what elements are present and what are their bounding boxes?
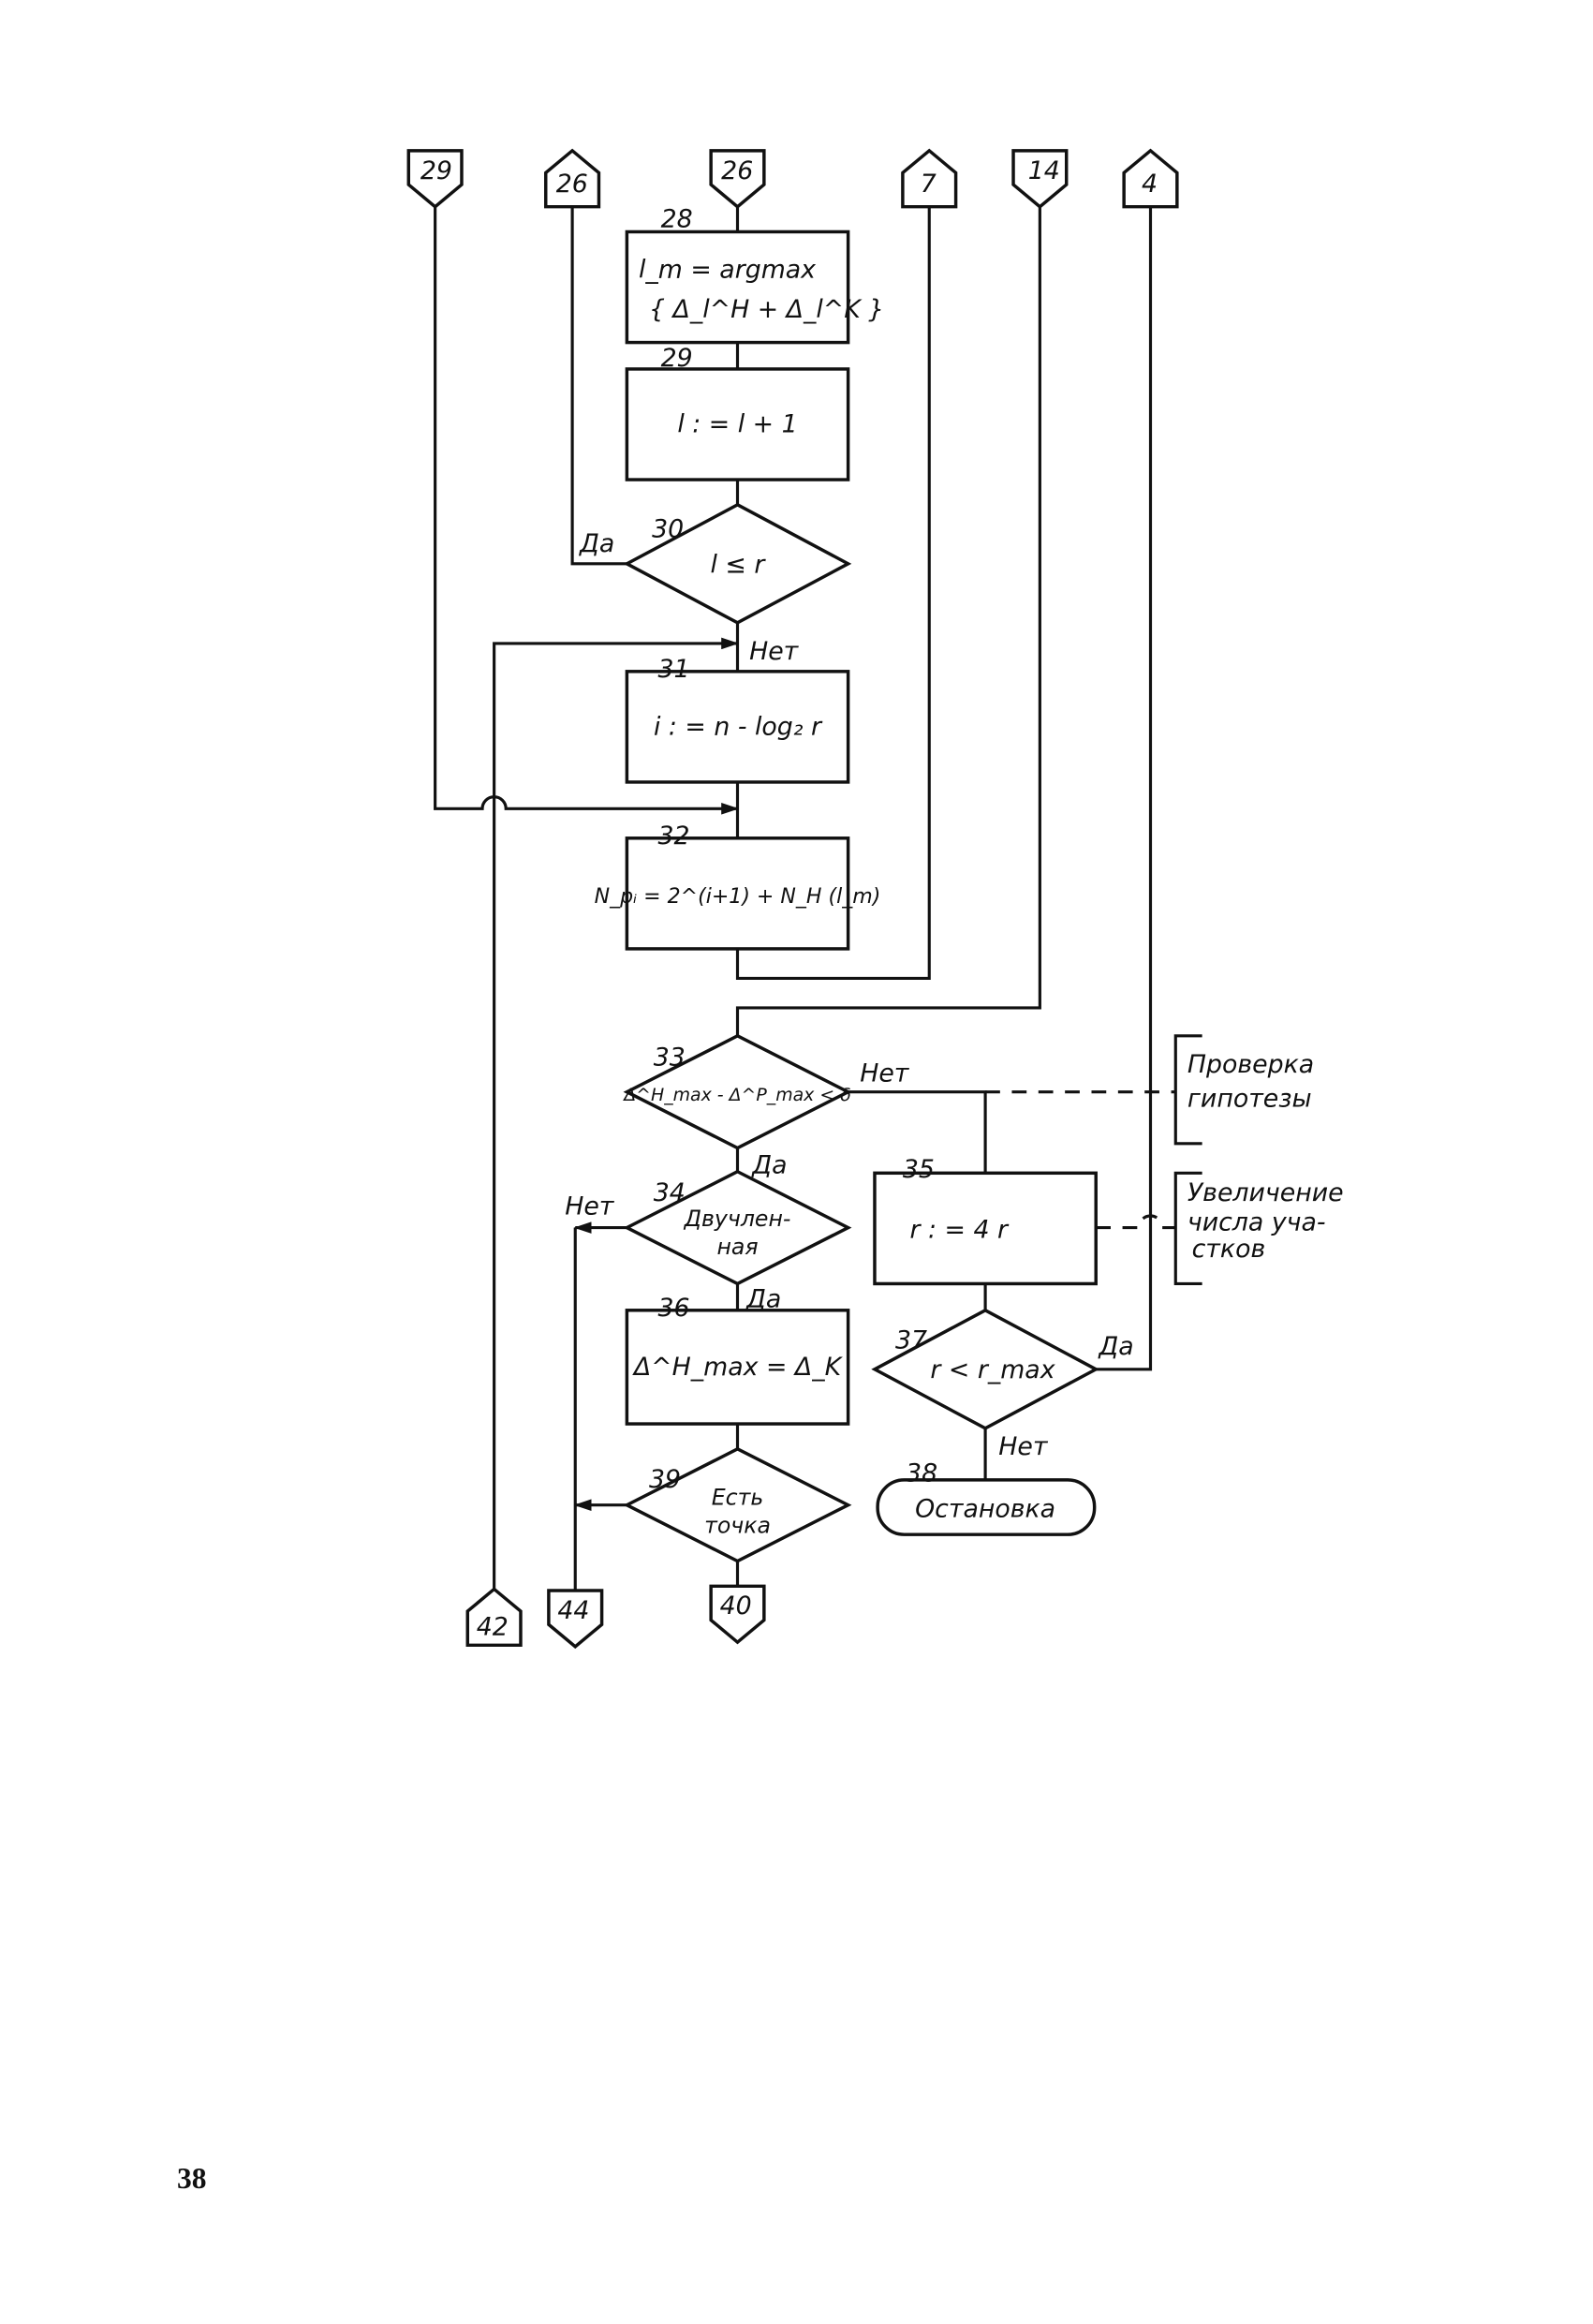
svg-text:32: 32 — [657, 822, 689, 851]
svg-text:Нет: Нет — [749, 637, 800, 666]
svg-text:r < r_max: r < r_max — [930, 1355, 1055, 1384]
svg-text:29: 29 — [420, 156, 452, 185]
decision-block-34: 34 Двучлен- ная Нет Да — [565, 1169, 852, 1314]
svg-text:i : = n - log₂ r: i : = n - log₂ r — [654, 713, 823, 742]
svg-text:29: 29 — [661, 344, 693, 373]
process-block-31: 31 i : = n - log₂ r — [625, 655, 850, 784]
decision-block-30: 30 l ≤ r Да Нет — [579, 502, 852, 666]
svg-text:Нет: Нет — [565, 1192, 615, 1221]
svg-text:14: 14 — [1028, 156, 1060, 185]
svg-text:{ Δ_l^H + Δ_l^K }: { Δ_l^H + Δ_l^K } — [649, 295, 884, 324]
svg-text:стков: стков — [1192, 1235, 1266, 1264]
page-number: 38 — [177, 2162, 206, 2195]
svg-text:7: 7 — [921, 170, 937, 199]
svg-text:Остановка: Остановка — [915, 1494, 1055, 1523]
svg-text:Увеличение: Увеличение — [1187, 1178, 1344, 1207]
svg-text:Двучлен-: Двучлен- — [684, 1206, 791, 1232]
svg-text:28: 28 — [661, 205, 693, 234]
process-block-29: 29 l : = l + 1 — [625, 344, 850, 481]
connector-14: 14 — [1011, 149, 1069, 209]
svg-text:35: 35 — [903, 1155, 935, 1184]
decision-block-37: 37 r < r_max Да Нет — [871, 1308, 1134, 1461]
svg-text:37: 37 — [895, 1326, 927, 1355]
svg-text:l ≤ r: l ≤ r — [711, 550, 767, 579]
svg-text:ная: ная — [716, 1234, 758, 1260]
connector-4: 4 — [1122, 148, 1179, 209]
svg-text:Δ^H_max - Δ^P_max < δ: Δ^H_max - Δ^P_max < δ — [622, 1085, 851, 1105]
decision-block-39: 39 Есть точка — [623, 1446, 852, 1563]
connector-7: 7 — [901, 148, 958, 209]
svg-text:33: 33 — [654, 1043, 686, 1072]
svg-text:Да: Да — [579, 529, 614, 558]
svg-text:r : = 4 r: r : = 4 r — [909, 1216, 1010, 1245]
svg-text:Есть: Есть — [712, 1485, 764, 1511]
connector-42: 42 — [465, 1587, 523, 1648]
svg-text:l_m = argmax: l_m = argmax — [639, 255, 817, 284]
svg-text:Да: Да — [751, 1150, 787, 1179]
svg-text:Да: Да — [1098, 1332, 1133, 1361]
svg-text:N_pᵢ = 2^(i+1) + N_H (l_m): N_pᵢ = 2^(i+1) + N_H (l_m) — [595, 885, 881, 909]
svg-text:гипотезы: гипотезы — [1187, 1084, 1312, 1113]
svg-text:числа уча-: числа уча- — [1187, 1208, 1326, 1237]
process-block-28: 28 l_m = argmax { Δ_l^H + Δ_l^K } — [625, 205, 884, 345]
annotation-increase-sections: Увеличение числа уча- стков — [1173, 1171, 1344, 1286]
terminator-block-38: 38 Остановка — [876, 1458, 1097, 1536]
svg-text:4: 4 — [1142, 170, 1158, 199]
process-block-36: 36 Δ^H_max = Δ_K — [625, 1294, 850, 1426]
svg-text:точка: точка — [704, 1513, 771, 1539]
process-block-32: 32 N_pᵢ = 2^(i+1) + N_H (l_m) — [595, 822, 881, 951]
svg-text:Нет: Нет — [860, 1059, 910, 1088]
connector-40: 40 — [709, 1584, 766, 1645]
annotation-check-hypothesis: Проверка гипотезы — [1173, 1034, 1314, 1146]
svg-text:l : = l + 1: l : = l + 1 — [677, 410, 797, 439]
connector-26-left: 26 — [544, 148, 601, 209]
svg-text:31: 31 — [657, 655, 689, 684]
svg-text:39: 39 — [649, 1465, 681, 1494]
svg-text:26: 26 — [721, 156, 753, 185]
connector-29: 29 — [406, 149, 464, 209]
svg-text:Нет: Нет — [998, 1432, 1049, 1461]
svg-text:26: 26 — [556, 170, 588, 199]
svg-text:44: 44 — [557, 1596, 589, 1625]
svg-text:34: 34 — [654, 1178, 686, 1207]
svg-text:42: 42 — [477, 1612, 509, 1641]
svg-text:36: 36 — [657, 1294, 689, 1323]
svg-text:30: 30 — [652, 514, 684, 543]
connector-44: 44 — [547, 1589, 604, 1650]
decision-block-33: 33 Δ^H_max - Δ^P_max < δ Нет Да — [622, 1033, 910, 1179]
connector-26-center: 26 — [709, 149, 766, 209]
svg-text:Δ^H_max = Δ_K: Δ^H_max = Δ_K — [632, 1353, 844, 1382]
svg-text:Проверка: Проверка — [1187, 1050, 1314, 1079]
process-block-35: 35 r : = 4 r — [873, 1155, 1098, 1286]
svg-text:40: 40 — [720, 1591, 752, 1621]
connection-lines — [434, 206, 1176, 1602]
svg-text:38: 38 — [906, 1458, 937, 1488]
